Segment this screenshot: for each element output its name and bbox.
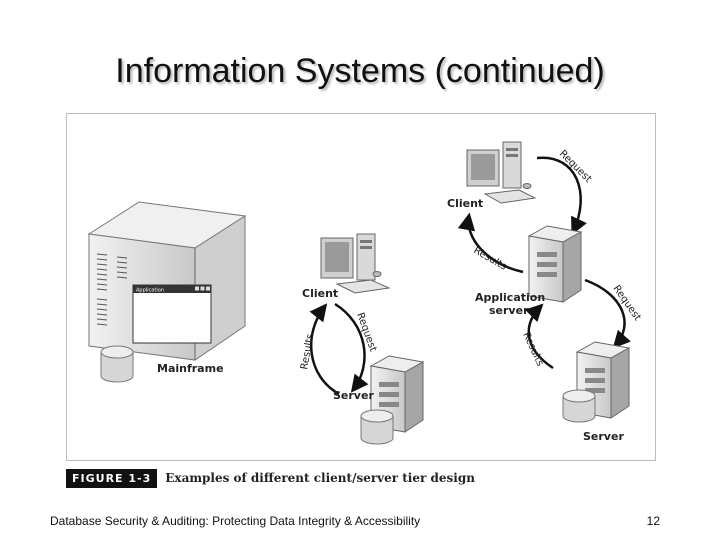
database-icon-mainframe — [100, 345, 134, 383]
application-window-title: Application — [136, 288, 164, 294]
figure-caption: FIGURE 1-3 Examples of different client/… — [66, 468, 475, 488]
results-arrow-top — [457, 212, 524, 274]
client-top-label: Client — [447, 197, 483, 210]
application-server-label-line1: Application — [475, 291, 545, 304]
request-label-mid: Request — [354, 311, 378, 353]
slide-title: Information Systems (continued) — [115, 52, 605, 90]
application-window: Application — [132, 284, 212, 344]
footer-text: Database Security & Auditing: Protecting… — [50, 514, 421, 528]
application-server-icon — [527, 225, 583, 303]
computer-icon-client-mid — [320, 233, 391, 294]
request-label-bottom: Request — [611, 283, 643, 323]
results-arrow-mid — [309, 303, 340, 396]
figure-tag: FIGURE 1-3 — [66, 468, 158, 488]
computer-icon-client-top — [466, 141, 537, 204]
mainframe-label: Mainframe — [157, 362, 224, 375]
request-label-top: Request — [557, 148, 594, 185]
database-icon-bottom — [562, 389, 596, 423]
server-bottom-label: Server — [583, 430, 624, 443]
figure-frame: Application Mainframe Client Request Res… — [66, 113, 656, 461]
client-mid-label: Client — [302, 287, 338, 300]
figure-caption-text: Examples of different client/server tier… — [165, 471, 475, 485]
results-label-top: Results — [472, 245, 509, 273]
request-arrow-bottom — [584, 278, 631, 349]
server-mid-label: Server — [333, 389, 374, 402]
application-server-label-line2: server — [489, 304, 529, 317]
request-arrow-mid — [334, 302, 369, 393]
results-label-bottom: Results — [520, 331, 545, 368]
tier-diagram: Application Mainframe Client Request Res… — [87, 141, 643, 445]
database-icon-mid — [360, 409, 394, 445]
page-number: 12 — [646, 514, 660, 528]
results-arrow-bottom — [524, 303, 554, 370]
server-icon-bottom — [575, 341, 631, 419]
request-arrow-top — [536, 156, 587, 236]
